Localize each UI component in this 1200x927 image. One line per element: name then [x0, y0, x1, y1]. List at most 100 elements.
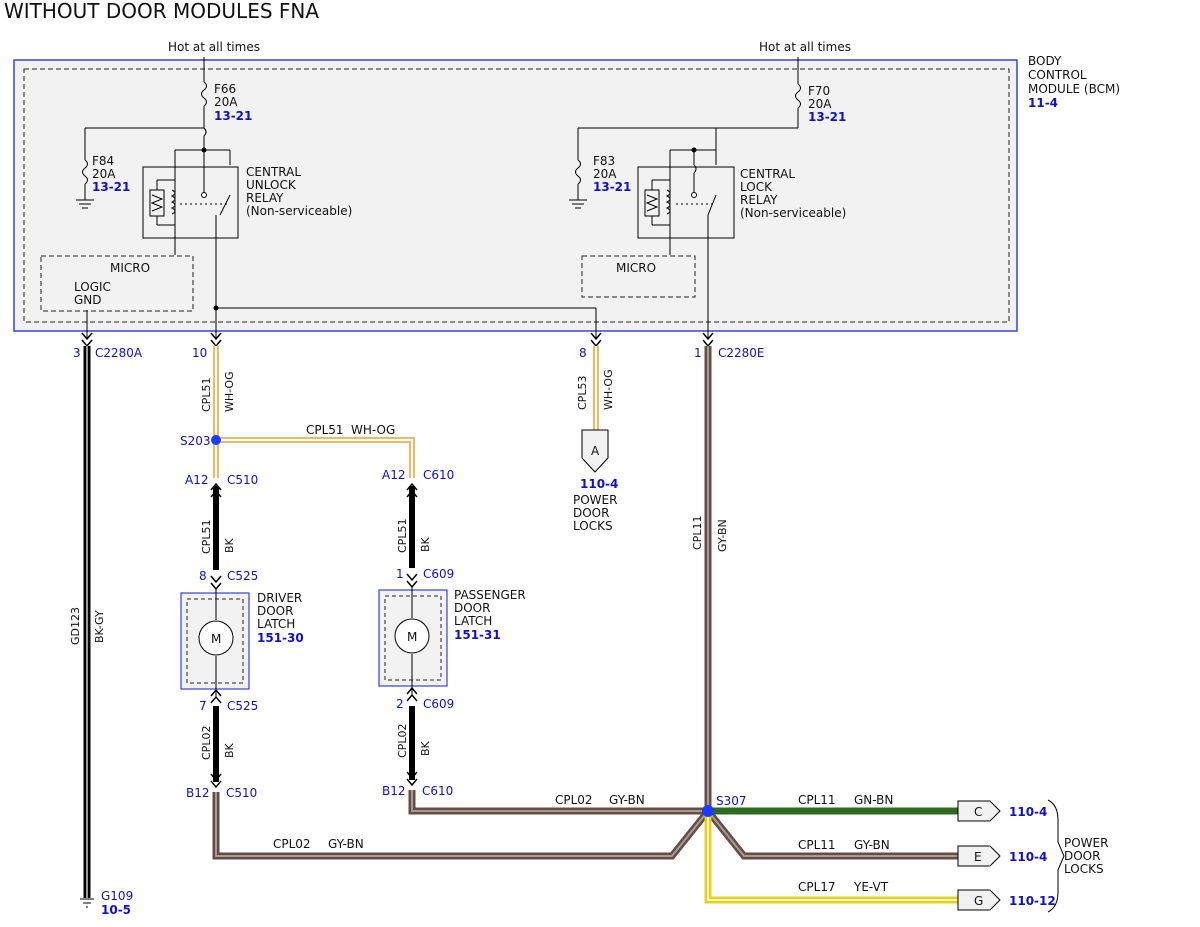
- pin-10: 10: [192, 346, 207, 360]
- f70-ref: 13-21: [808, 110, 846, 124]
- b12-left: B12: [186, 786, 210, 800]
- gnbn-c-label: GN-BN: [854, 793, 893, 807]
- f83-amp: 20A: [593, 167, 617, 181]
- splice-s203: [211, 435, 221, 445]
- gybn-h2-label: GY-BN: [328, 837, 364, 851]
- unlock-out-junction: [213, 305, 219, 311]
- hot-label-left: Hot at all times: [168, 40, 260, 54]
- s203-label: S203: [180, 434, 211, 448]
- unlock-relay-l3: RELAY: [246, 191, 284, 205]
- b12-right: B12: [382, 784, 406, 798]
- connector-c-letter: C: [974, 805, 982, 819]
- micro-right-title: MICRO: [616, 261, 656, 275]
- bcm-inner-dashed: [23, 68, 1010, 323]
- wire-cpl17-yevt: [704, 811, 958, 904]
- whog-h-label: WH-OG: [351, 423, 395, 437]
- lock-junction: [691, 147, 697, 153]
- bk-passenger-label: BK: [419, 536, 432, 552]
- cpl02-h2-label: CPL02: [273, 837, 311, 851]
- connector-a-letter: A: [591, 444, 600, 458]
- f66-amp: 20A: [214, 95, 238, 109]
- c2280a-label: C2280A: [95, 346, 143, 360]
- connector-a-shape: [581, 429, 609, 473]
- passenger-motor-label: M: [407, 630, 417, 644]
- g109-label: G109: [101, 889, 133, 903]
- connector-a-l3: LOCKS: [573, 519, 613, 533]
- wire-cpl02-gybn: [212, 790, 711, 860]
- lock-relay-l3: RELAY: [740, 193, 778, 207]
- bcm-connector-arrows: [81, 332, 714, 348]
- wire-cpl51-whog: [213, 346, 415, 478]
- gybn-v-label: GY-BN: [716, 519, 729, 552]
- unlock-contact: [201, 192, 207, 198]
- connector-c-ref: 110-4: [1009, 805, 1047, 819]
- connector-g-ref: 110-12: [1009, 894, 1056, 908]
- cpl51-h-label: CPL51: [306, 423, 344, 437]
- bcm-label-2: CONTROL: [1028, 68, 1087, 82]
- yevt-g-label: YE-VT: [853, 880, 889, 894]
- a12-left: A12: [185, 473, 208, 487]
- g109-ground: [80, 898, 94, 908]
- whog-v-label: WH-OG: [223, 371, 236, 412]
- gybn-e-label: GY-BN: [854, 838, 890, 852]
- connector-e-ref: 110-4: [1009, 850, 1047, 864]
- bk-driver-label: BK: [223, 537, 236, 553]
- pin-3: 3: [73, 346, 81, 360]
- f83-label: F83: [593, 154, 615, 168]
- cpl02-passenger-label: CPL02: [396, 724, 409, 758]
- c510-bottom: C510: [226, 786, 257, 800]
- bk-gy-label: BK-GY: [93, 610, 106, 643]
- group-l2: DOOR: [1064, 849, 1100, 863]
- f70-amp: 20A: [808, 97, 832, 111]
- cpl02-h1-label: CPL02: [555, 793, 593, 807]
- cpl51-passenger-label: CPL51: [396, 519, 409, 553]
- cpl02-driver-label: CPL02: [200, 726, 213, 760]
- micro-left-gnd: GND: [74, 293, 102, 307]
- f84-ref: 13-21: [92, 180, 130, 194]
- whog-v2-label: WH-OG: [602, 369, 615, 410]
- cpl11-c-label: CPL11: [798, 793, 836, 807]
- unlock-relay-l4: (Non-serviceable): [246, 204, 352, 218]
- passenger-motor-icon: [394, 618, 430, 654]
- gybn-h1-label: GY-BN: [609, 793, 645, 807]
- passenger-latch-inner: [384, 595, 442, 681]
- unlock-relay-l1: CENTRAL: [246, 165, 301, 179]
- c610-top: C610: [423, 468, 454, 482]
- driver-latch-l2: DOOR: [257, 604, 293, 618]
- driver-motor-icon: [198, 620, 234, 656]
- passenger-latch-ref: 151-31: [454, 628, 501, 642]
- passenger-latch-l3: LATCH: [454, 614, 492, 628]
- f70-label: F70: [808, 84, 830, 98]
- c510-top: C510: [227, 473, 258, 487]
- power-door-locks-bracket: [1047, 799, 1065, 913]
- passenger-latch-l2: DOOR: [454, 601, 490, 615]
- connector-a-l2: DOOR: [573, 506, 609, 520]
- lock-relay-l2: LOCK: [740, 180, 773, 194]
- lock-relay-l4: (Non-serviceable): [740, 206, 846, 220]
- hot-label-right: Hot at all times: [759, 40, 851, 54]
- driver-latch-l3: LATCH: [257, 617, 295, 631]
- passenger-latch-l1: PASSENGER: [454, 588, 526, 602]
- wire-cpl11-gybn-e: [705, 808, 958, 860]
- pin-1-passenger: 1: [396, 567, 404, 581]
- cpl51-v-label: CPL51: [200, 378, 213, 412]
- driver-motor-label: M: [211, 632, 221, 646]
- micro-left-logic: LOGIC: [74, 280, 111, 294]
- bcm-label-3: MODULE (BCM): [1028, 82, 1120, 96]
- unlock-junction: [201, 147, 207, 153]
- cpl11-v-label: CPL11: [691, 516, 704, 550]
- c610-bottom: C610: [422, 784, 453, 798]
- bcm-ref: 11-4: [1028, 96, 1058, 110]
- lock-relay-l1: CENTRAL: [740, 167, 795, 181]
- connector-a-ref: 110-4: [580, 477, 618, 491]
- s307-label: S307: [716, 794, 747, 808]
- pin-8: 8: [579, 346, 587, 360]
- pin-1: 1: [694, 346, 702, 360]
- connector-c-shape: [957, 800, 1001, 822]
- gd123-label: GD123: [69, 607, 82, 645]
- bk-passenger2-label: BK: [419, 740, 432, 756]
- pin-7-driver: 7: [199, 699, 207, 713]
- group-l3: LOCKS: [1064, 862, 1104, 876]
- connector-e-letter: E: [974, 850, 982, 864]
- f84-amp: 20A: [92, 167, 116, 181]
